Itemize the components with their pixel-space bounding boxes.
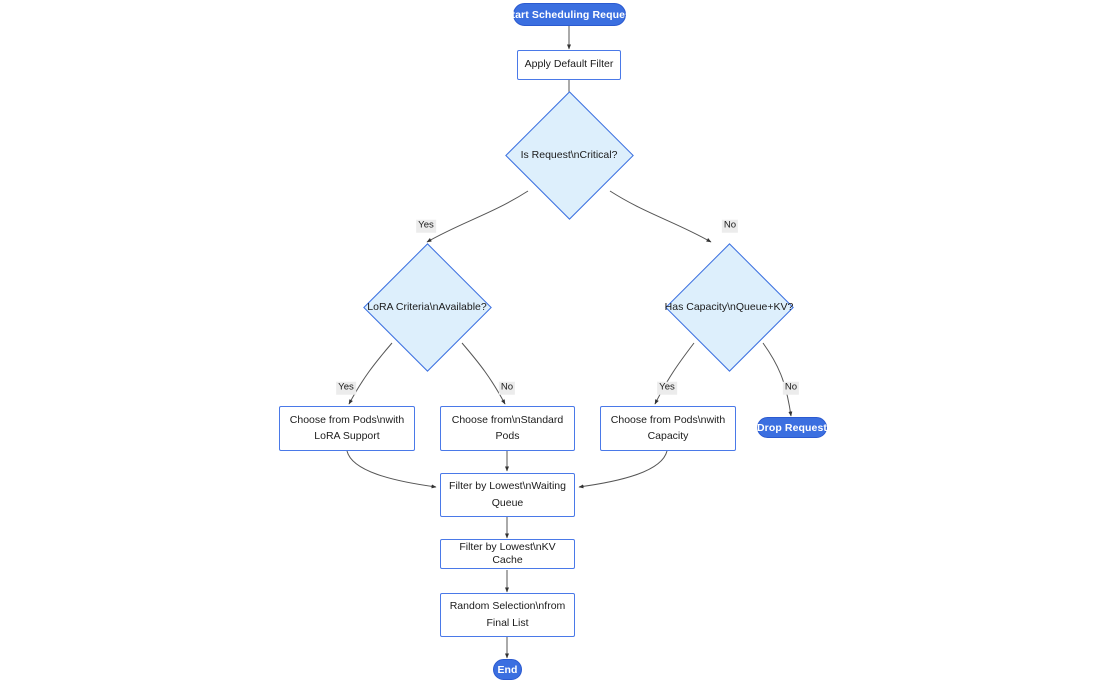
node-lora-criteria-available-label: LoRA Criteria\nAvailable?	[367, 301, 487, 313]
node-filter-lowest-kv-cache-label: Filter by Lowest\nKV Cache	[459, 540, 556, 566]
node-random-selection-final-list-label: Random Selection\nfrom Final List	[450, 600, 566, 630]
node-drop-request[interactable]: Drop Request	[757, 417, 827, 438]
label-line-1: Choose from\nStandard	[451, 413, 564, 426]
node-choose-standard-pods[interactable]: Choose from\nStandard Pods	[440, 406, 575, 451]
node-random-selection-final-list[interactable]: Random Selection\nfrom Final List	[440, 593, 575, 637]
label-line-2: Capacity	[647, 430, 689, 442]
node-start[interactable]: Start Scheduling Request	[504, 3, 634, 26]
node-choose-pods-lora-support-label: Choose from Pods\nwith LoRA Support	[290, 414, 404, 444]
node-apply-default-filter[interactable]: Apply Default Filter	[517, 50, 621, 80]
node-choose-pods-capacity-label: Choose from Pods\nwith Capacity	[611, 414, 725, 444]
label-line-1: Filter by Lowest\nWaiting	[449, 480, 566, 493]
node-is-request-critical-label: Is Request\nCritical?	[520, 149, 618, 161]
label-line-2: Pods	[495, 430, 520, 442]
label-line-1: Choose from Pods\nwith	[610, 413, 726, 426]
label-line-1: Choose from Pods\nwith	[289, 413, 405, 426]
edge-label-capacity-no: No	[782, 381, 800, 395]
node-apply-default-filter-label: Apply Default Filter	[524, 58, 614, 71]
label-line-2: LoRA Support	[314, 430, 380, 442]
node-has-capacity-queue-kv-label: Has Capacity\nQueue+KV?	[664, 301, 794, 313]
edge-label-critical-yes: Yes	[416, 219, 436, 233]
label-line-2: Final List	[486, 616, 529, 629]
node-drop-request-label: Drop Request	[756, 421, 828, 434]
node-filter-lowest-waiting-queue-label: Filter by Lowest\nWaiting Queue	[449, 480, 566, 510]
edge-label-capacity-yes: Yes	[657, 381, 677, 395]
node-lora-criteria-available[interactable]: LoRA Criteria\nAvailable?	[362, 242, 492, 372]
node-choose-pods-capacity[interactable]: Choose from Pods\nwith Capacity	[600, 406, 736, 451]
edge-label-critical-no: No	[721, 219, 739, 233]
node-end[interactable]: End	[493, 659, 522, 680]
label-line-1: Random Selection\nfrom	[449, 600, 566, 613]
edge-choose-lora-to-filter-queue	[346, 450, 437, 489]
node-start-label: Start Scheduling Request	[504, 8, 635, 21]
node-choose-pods-lora-support[interactable]: Choose from Pods\nwith LoRA Support	[279, 406, 415, 451]
node-filter-lowest-kv-cache[interactable]: Filter by Lowest\nKV Cache	[440, 539, 575, 569]
node-has-capacity-queue-kv[interactable]: Has Capacity\nQueue+KV?	[664, 242, 794, 372]
node-end-label: End	[497, 663, 518, 676]
label-line-2: Queue	[491, 496, 524, 509]
edge-label-lora-no: No	[498, 381, 516, 395]
node-filter-lowest-waiting-queue[interactable]: Filter by Lowest\nWaiting Queue	[440, 473, 575, 517]
edge-label-lora-yes: Yes	[336, 381, 356, 395]
node-choose-standard-pods-label: Choose from\nStandard Pods	[452, 414, 563, 444]
node-is-request-critical[interactable]: Is Request\nCritical?	[504, 90, 634, 220]
edge-choose-capacity-to-filter-queue	[578, 450, 668, 489]
